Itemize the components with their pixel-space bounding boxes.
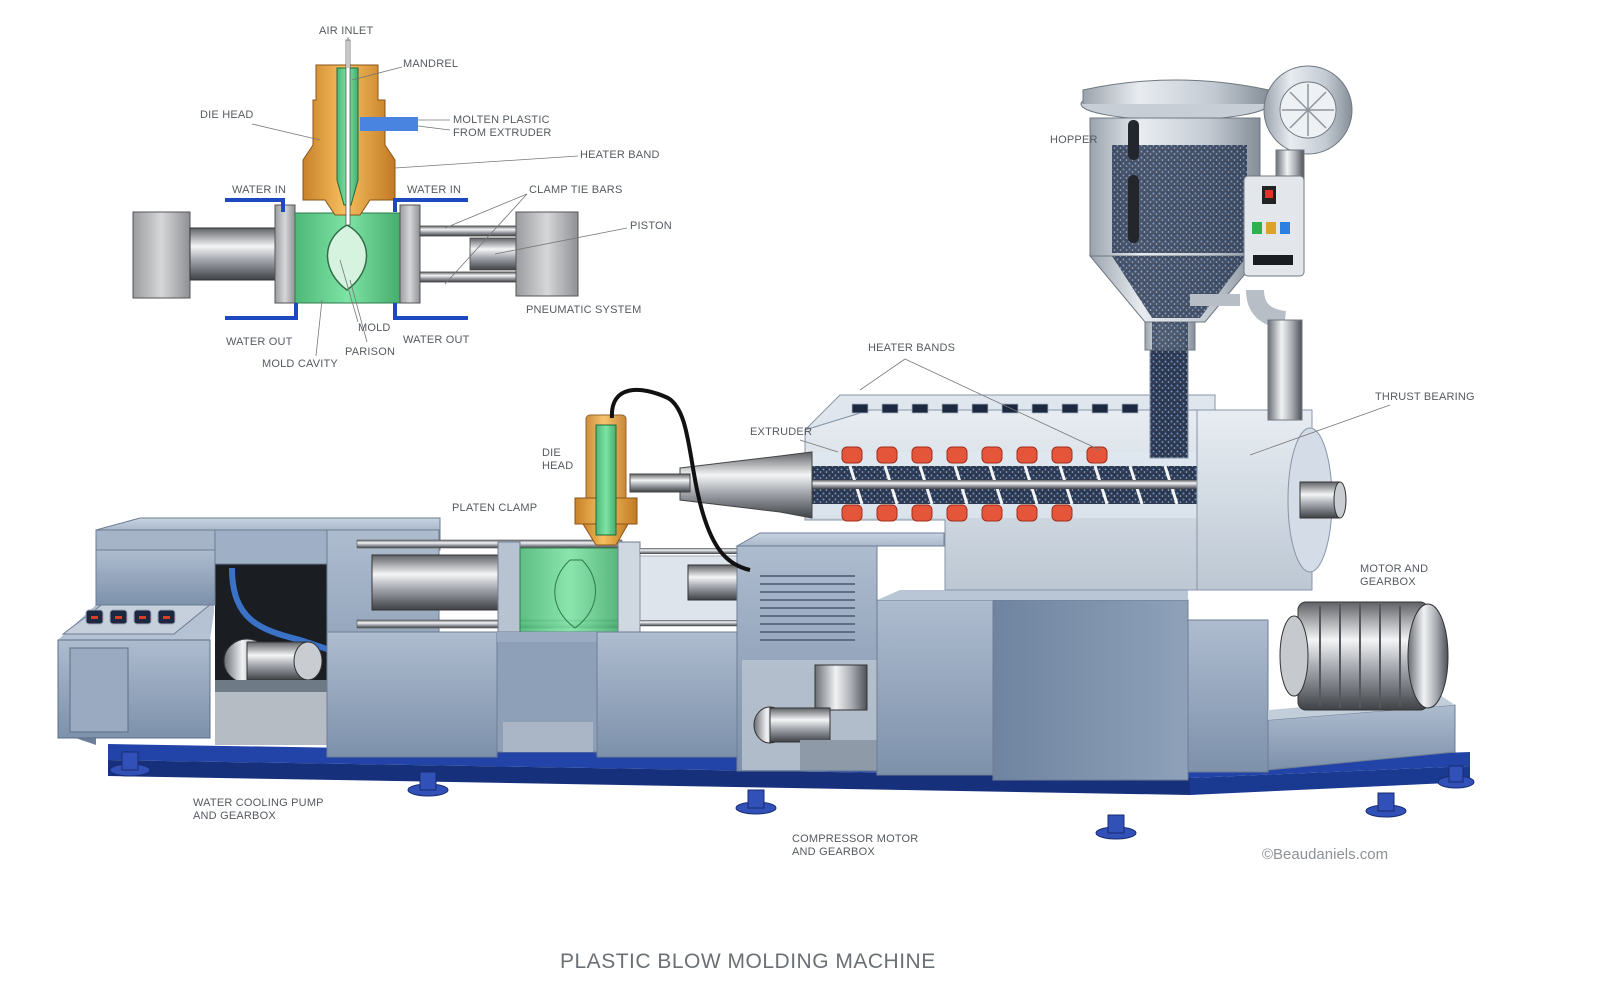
label-piston: PISTON: [630, 220, 672, 232]
label-mold-cavity: MOLD CAVITY: [262, 358, 338, 370]
label-die-head-machine: DIE HEAD: [542, 447, 574, 472]
inset-diagram: [132, 37, 628, 357]
label-heater-bands: HEATER BANDS: [868, 342, 956, 354]
main-machine: [57, 65, 1475, 840]
label-pneumatic-system: PNEUMATIC SYSTEM: [526, 304, 642, 316]
label-air-inlet: AIR INLET: [319, 25, 374, 37]
label-water-in-left: WATER IN: [232, 184, 287, 196]
label-hopper: HOPPER: [1050, 134, 1098, 146]
label-water-out-left: WATER OUT: [226, 336, 293, 348]
label-motor-gearbox: MOTOR AND GEARBOX: [1360, 563, 1429, 588]
label-platen-clamp: PLATEN CLAMP: [452, 502, 538, 514]
label-heater-band: HEATER BAND: [580, 149, 660, 161]
credit-text: ©Beaudaniels.com: [1262, 846, 1389, 863]
label-parison: PARISON: [345, 346, 396, 358]
label-water-in-right: WATER IN: [407, 184, 462, 196]
label-mold: MOLD: [358, 322, 391, 334]
label-compressor: COMPRESSOR MOTOR AND GEARBOX: [792, 833, 919, 858]
label-extruder: EXTRUDER: [750, 426, 813, 438]
page-title: PLASTIC BLOW MOLDING MACHINE: [560, 950, 936, 973]
label-mandrel: MANDREL: [403, 58, 459, 70]
label-die-head-inset: DIE HEAD: [200, 109, 254, 121]
label-water-pump: WATER COOLING PUMP AND GEARBOX: [193, 797, 324, 822]
label-thrust-bearing: THRUST BEARING: [1375, 391, 1475, 403]
label-water-out-right: WATER OUT: [403, 334, 470, 346]
label-molten-plastic: MOLTEN PLASTIC FROM EXTRUDER: [453, 114, 552, 139]
label-clamp-tie-bars: CLAMP TIE BARS: [529, 184, 623, 196]
